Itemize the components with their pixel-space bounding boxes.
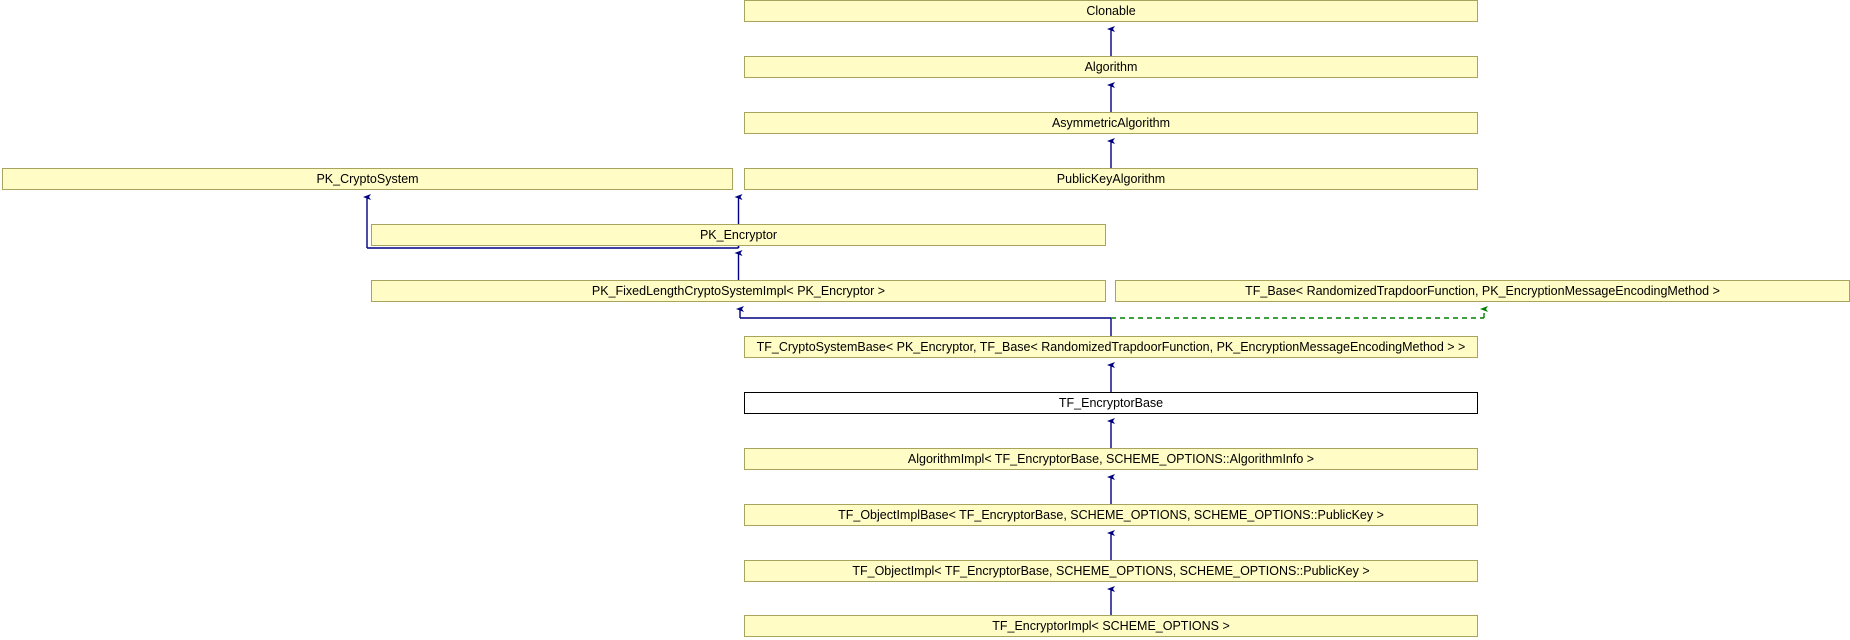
class-node-tf-encryptorimpl[interactable]: TF_EncryptorImpl< SCHEME_OPTIONS > — [744, 615, 1478, 637]
class-node-tf-base[interactable]: TF_Base< RandomizedTrapdoorFunction, PK_… — [1115, 280, 1850, 302]
class-node-label: PK_CryptoSystem — [316, 172, 419, 186]
class-node-clonable[interactable]: Clonable — [744, 0, 1478, 22]
class-node-tf-objectimplbase[interactable]: TF_ObjectImplBase< TF_EncryptorBase, SCH… — [744, 504, 1478, 526]
class-node-algorithmimpl[interactable]: AlgorithmImpl< TF_EncryptorBase, SCHEME_… — [744, 448, 1478, 470]
class-node-label: PublicKeyAlgorithm — [1056, 172, 1166, 186]
class-node-pk-cryptosystem[interactable]: PK_CryptoSystem — [2, 168, 733, 190]
class-node-label: TF_ObjectImpl< TF_EncryptorBase, SCHEME_… — [852, 564, 1370, 578]
class-node-publickeyalgorithm[interactable]: PublicKeyAlgorithm — [744, 168, 1478, 190]
class-node-pk-encryptor[interactable]: PK_Encryptor — [371, 224, 1106, 246]
class-node-pk-fixedlength[interactable]: PK_FixedLengthCryptoSystemImpl< PK_Encry… — [371, 280, 1106, 302]
class-node-tf-encryptorbase[interactable]: TF_EncryptorBase — [744, 392, 1478, 414]
class-node-label: AlgorithmImpl< TF_EncryptorBase, SCHEME_… — [907, 452, 1315, 466]
class-node-label: Algorithm — [1084, 60, 1138, 74]
class-node-label: TF_EncryptorBase — [1058, 396, 1164, 410]
class-node-label: TF_EncryptorImpl< SCHEME_OPTIONS > — [992, 619, 1230, 633]
class-node-label: Clonable — [1086, 4, 1136, 18]
class-node-label: PK_Encryptor — [699, 228, 778, 242]
class-node-label: AsymmetricAlgorithm — [1051, 116, 1171, 130]
class-node-asymmetric[interactable]: AsymmetricAlgorithm — [744, 112, 1478, 134]
class-node-tf-objectimpl[interactable]: TF_ObjectImpl< TF_EncryptorBase, SCHEME_… — [744, 560, 1478, 582]
class-node-label: TF_ObjectImplBase< TF_EncryptorBase, SCH… — [838, 508, 1384, 522]
class-node-label: TF_Base< RandomizedTrapdoorFunction, PK_… — [1245, 284, 1720, 298]
class-node-tf-cryptosystembase[interactable]: TF_CryptoSystemBase< PK_Encryptor, TF_Ba… — [744, 336, 1478, 358]
class-node-label: TF_CryptoSystemBase< PK_Encryptor, TF_Ba… — [756, 340, 1466, 354]
class-node-label: PK_FixedLengthCryptoSystemImpl< PK_Encry… — [591, 284, 886, 298]
class-node-algorithm[interactable]: Algorithm — [744, 56, 1478, 78]
